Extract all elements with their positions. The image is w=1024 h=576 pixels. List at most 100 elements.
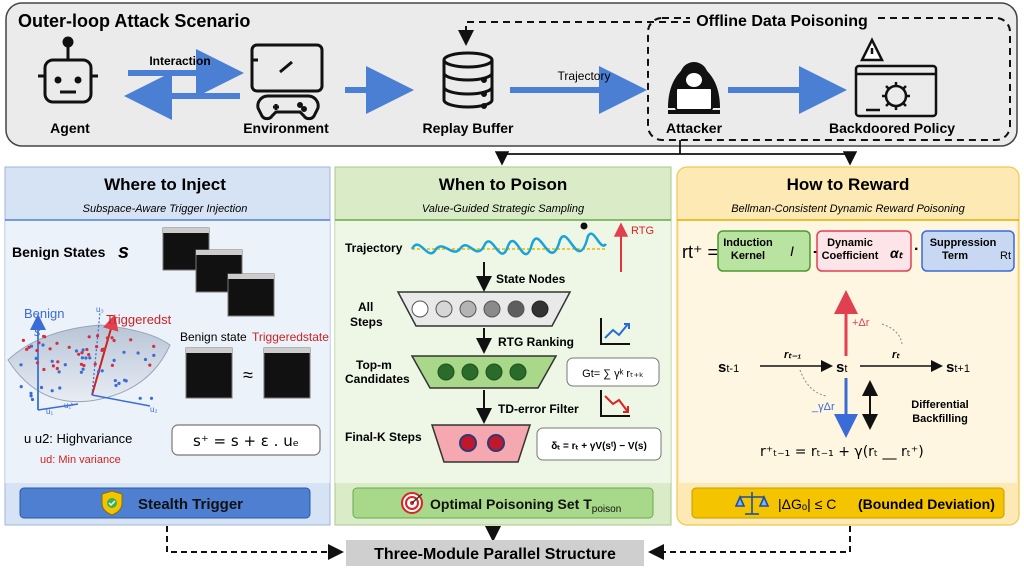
scatter-point (19, 385, 23, 389)
scatter-point (30, 397, 35, 402)
scatter-point (123, 378, 127, 382)
top-title: Outer-loop Attack Scenario (18, 11, 250, 31)
r-t-label: rₜ (892, 349, 900, 361)
interaction-label: Interaction (149, 54, 210, 68)
delta-formula: δₜ = rₜ + γV(sᵗ) − V(s) (551, 441, 647, 452)
scatter-point (39, 385, 44, 390)
scatter-point (37, 341, 41, 345)
rt-small: Rt (1000, 250, 1011, 262)
dot-symbol: · (914, 241, 919, 258)
node (507, 300, 525, 318)
node (487, 434, 505, 452)
scatter-point (102, 347, 106, 351)
gt-formula-box (566, 357, 660, 387)
s-t: st (836, 359, 847, 376)
scatter-point (129, 338, 133, 342)
triggered-state-label: Triggeredstate (252, 330, 329, 344)
bottom-label: Three-Module Parallel Structure (374, 546, 616, 563)
scatter-point (77, 352, 81, 356)
delta-formula-box (536, 427, 662, 461)
scatter-point (105, 336, 109, 340)
stealth-trigger-label: Stealth Trigger (138, 496, 243, 513)
inject-panel: Where to Inject Subspace-Aware Trigger I… (4, 166, 331, 526)
poison-title: When to Poison (439, 175, 567, 194)
approx-symbol: ≈ (243, 365, 253, 385)
bounded-deviation-formula: |ΔGₒ| ≤ C (778, 496, 836, 512)
backfill-formula: r⁺ₜ₋₁ = rₜ₋₁ + γ(rₜ __ rₜ⁺) (760, 444, 924, 460)
scatter-point (110, 363, 114, 367)
scatter-point (51, 364, 56, 368)
r-prev-label: rₜ₋₁ (784, 349, 801, 361)
scatter-point (93, 362, 97, 366)
delta-r-label: +Δr (852, 317, 870, 329)
alpha-symbol: αₜ (890, 245, 904, 261)
poison-subtitle: Value-Guided Strategic Sampling (422, 203, 585, 215)
scatter-point (95, 345, 99, 349)
attacker-label: Attacker (666, 120, 723, 136)
u1-label: u₁ (46, 407, 53, 416)
database-icon (442, 51, 494, 109)
scatter-point (112, 338, 116, 343)
scatter-point (50, 389, 54, 393)
trigger-formula: s⁺ = s + ε . uₑ (193, 432, 299, 450)
scatter-point (29, 391, 33, 395)
scatter-point (87, 335, 91, 339)
scatter-point (117, 381, 121, 385)
reward-panel: How to Reward Bellman-Consistent Dynamic… (676, 166, 1020, 526)
top-m-funnel (410, 355, 558, 389)
scatter-point (112, 358, 116, 362)
scatter-point (143, 357, 148, 362)
scatter-point (96, 334, 100, 338)
scatter-point (56, 360, 60, 364)
scatter-point (80, 356, 84, 360)
scatter-point (84, 356, 88, 360)
scatter-point (152, 353, 156, 357)
scatter-point (34, 356, 38, 360)
rtg-ranking-label: RTG Ranking (498, 335, 574, 349)
scatter-point (80, 351, 84, 355)
trend-up-icon (600, 318, 630, 345)
split-connectors (494, 140, 858, 166)
shield-check-icon (101, 490, 123, 516)
trajectory-wave (410, 232, 607, 256)
gamma-delta-r-label: _γΔr (811, 401, 835, 413)
u1t-label: u₁ᵗ (64, 401, 73, 410)
scatter-point (29, 394, 33, 398)
state-frames (185, 347, 311, 399)
environment-label: Environment (243, 120, 329, 136)
trigger-formula-box (171, 424, 321, 456)
scatter-point (85, 347, 89, 352)
environment-gamepad-icon (250, 43, 324, 121)
final-k-label: Final-K Steps (345, 430, 422, 444)
min-variance-text: ud: Min variance (40, 454, 121, 466)
scatter-point (82, 363, 86, 368)
induction-kernel-box (717, 230, 811, 272)
top-panel: Outer-loop Attack Scenario Offline Data … (5, 2, 1018, 147)
bounded-deviation-label: (Bounded Deviation) (858, 496, 995, 512)
trajectory-label: Trajectory (558, 69, 611, 83)
dynamic-coefficient-box (816, 230, 912, 272)
scatter-point (81, 348, 85, 352)
induction-symbol: Ι (790, 243, 794, 259)
node (437, 363, 455, 381)
state-nodes-label: State Nodes (496, 272, 566, 286)
td-filter-label: TD-error Filter (498, 402, 579, 416)
scatter-point (110, 336, 114, 340)
node (531, 300, 549, 318)
scatter-point (21, 338, 25, 342)
gt-formula: Gt= ∑ γᵏ rₜ₊ₖ (582, 368, 644, 380)
scatter-point (74, 349, 79, 353)
poisoning-set-label: Optimal Poisoning Set Tpoison (430, 496, 621, 515)
node (509, 363, 527, 381)
scatter-point (35, 361, 40, 365)
offline-box (647, 17, 1011, 141)
scatter-point (79, 370, 83, 374)
scatter-point (138, 396, 142, 400)
scatter-point (50, 359, 54, 363)
